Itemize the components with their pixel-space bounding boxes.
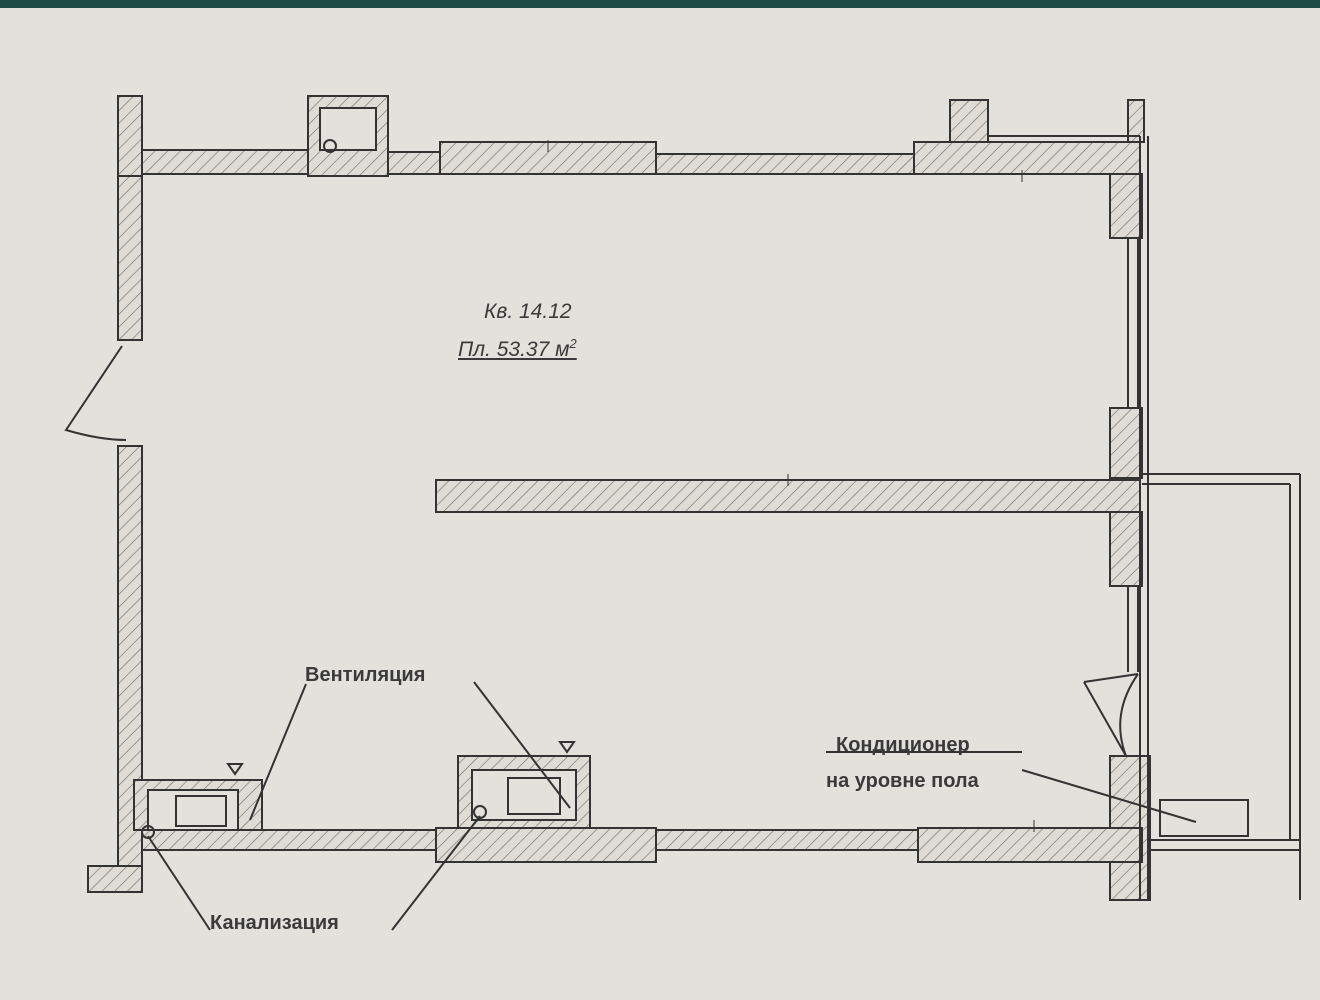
wall-top-mid-segment [387, 151, 441, 175]
wall-bottom-left [141, 829, 439, 851]
wall-right-upper [1109, 173, 1143, 239]
apartment-number: Кв. 14.12 [484, 300, 572, 323]
level-marker-left [226, 763, 244, 776]
floor-plan-sheet: Кв. 14.12 Пл. 53.37 м2 Вентиляция Канали… [0, 8, 1320, 1000]
lines-group [64, 107, 1301, 931]
wall-top-mid-segment-2 [655, 153, 915, 175]
wall-top-left-segment [141, 149, 309, 175]
balcony-door-leaf [1083, 673, 1139, 683]
balcony-door-swing [1083, 673, 1139, 757]
wall-left-upper [117, 175, 143, 341]
ventilation-leader-bottom [473, 681, 571, 809]
wall-top-pier-2 [913, 141, 1141, 175]
apartment-area: Пл. 53.37 м2 [458, 336, 577, 362]
wall-bottom-mid [655, 829, 919, 851]
ventilation-leader-left [249, 683, 307, 821]
floor-plan-drawing [64, 95, 1301, 931]
wall-top-left-stub [117, 95, 143, 177]
wall-left-foot [87, 865, 143, 893]
level-marker-bottom [558, 741, 576, 754]
air-conditioner-unit [1159, 799, 1249, 837]
wall-right-stub [1127, 99, 1145, 143]
wall-right-lower [1109, 511, 1143, 587]
walls-group [87, 95, 1151, 901]
wall-bottom-pier-2 [917, 827, 1143, 863]
air-conditioner-level-label: на уровне пола [826, 770, 979, 792]
pipe-bottom [473, 805, 487, 819]
column-top-right [949, 99, 989, 143]
ac-leader [1021, 769, 1197, 823]
pipe-top [323, 139, 337, 153]
sewerage-leader-left [147, 835, 211, 931]
air-conditioner-label: Кондиционер [836, 734, 970, 756]
vent-shaft-left-inner [175, 795, 227, 827]
ventilation-label: Вентиляция [305, 664, 426, 686]
apartment-area-unit-power: 2 [569, 336, 577, 351]
wall-bottom-pier-1 [435, 827, 657, 863]
pipe-left [141, 825, 155, 839]
apartment-area-value: Пл. 53.37 м [458, 338, 570, 361]
entry-door-swing [64, 345, 127, 441]
wall-right-mid [1109, 407, 1143, 479]
top-bar [0, 0, 1320, 8]
sewerage-leader-bottom [391, 815, 481, 931]
vent-shaft-top-opening [319, 107, 377, 151]
sewerage-label: Канализация [210, 912, 339, 934]
